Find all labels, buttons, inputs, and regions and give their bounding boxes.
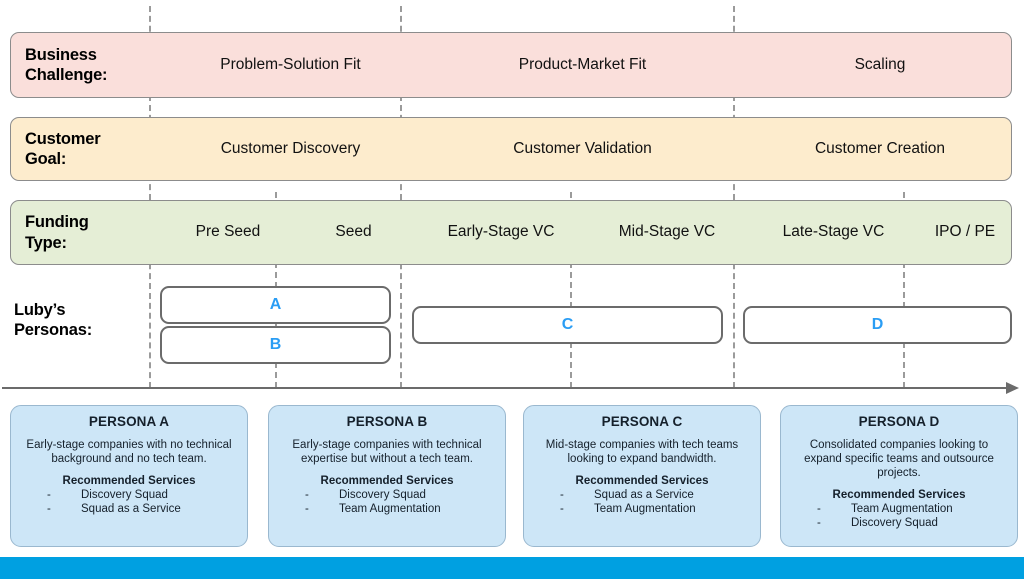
persona-card-title: PERSONA A — [88, 414, 170, 429]
persona-card-b[interactable]: PERSONA B Early-stage companies with tech… — [268, 405, 506, 547]
persona-card-service-item: - Team Augmentation — [552, 502, 732, 516]
row-label-customer-goal: Customer Goal: — [11, 118, 165, 180]
persona-card-service-list: - Discovery Squad - Squad as a Service — [19, 488, 239, 517]
bullet-dash-icon: - — [305, 489, 309, 502]
row-label-line2: Challenge: — [25, 66, 108, 84]
persona-bar-a[interactable]: A — [160, 286, 391, 324]
persona-card-service-label: Team Augmentation — [339, 503, 441, 516]
cell-customer-validation: Customer Validation — [513, 139, 652, 157]
bullet-dash-icon: - — [817, 517, 821, 530]
cell-seed: Seed — [335, 223, 372, 241]
persona-card-service-item: - Squad as a Service — [552, 488, 732, 502]
timeline-arrow — [2, 382, 1019, 394]
persona-card-recommended-heading: Recommended Services — [62, 475, 196, 488]
row-cells-business-challenge: Problem-Solution Fit Product-Market Fit … — [165, 33, 1011, 97]
footer-bar — [0, 557, 1024, 579]
bullet-dash-icon: - — [305, 503, 309, 516]
row-label-line1: Luby’s — [14, 301, 66, 319]
persona-card-c[interactable]: PERSONA C Mid-stage companies with tech t… — [523, 405, 761, 547]
persona-card-description: Mid-stage companies with tech teams look… — [545, 439, 739, 466]
persona-card-service-item: - Team Augmentation — [297, 502, 477, 516]
persona-card-a[interactable]: PERSONA A Early-stage companies with no t… — [10, 405, 248, 547]
bullet-dash-icon: - — [560, 489, 564, 502]
persona-card-service-label: Discovery Squad — [81, 489, 168, 502]
persona-card-service-label: Team Augmentation — [594, 503, 696, 516]
persona-card-service-label: Team Augmentation — [851, 503, 953, 516]
persona-card-description: Early-stage companies with no technical … — [26, 439, 232, 466]
row-label-line2: Goal: — [25, 150, 67, 168]
cell-customer-creation: Customer Creation — [814, 139, 946, 157]
persona-card-recommended-heading: Recommended Services — [575, 475, 709, 488]
persona-card-description: Consolidated companies looking to expand… — [804, 439, 994, 480]
persona-card-service-label: Discovery Squad — [851, 517, 938, 530]
row-label-line2: Personas: — [14, 321, 92, 340]
persona-bar-c[interactable]: C — [412, 306, 723, 344]
row-label-line1: Funding — [25, 213, 89, 232]
row-label-funding-type: Funding Type: — [11, 201, 165, 264]
cell-mid-stage-vc: Mid-Stage VC — [618, 223, 716, 241]
persona-bar-b[interactable]: B — [160, 326, 391, 364]
persona-card-title: PERSONA D — [858, 414, 940, 429]
row-cells-funding-type: Pre Seed Seed Early-Stage VC Mid-Stage V… — [165, 201, 1011, 264]
persona-bar-d[interactable]: D — [743, 306, 1012, 344]
guide-line-major-2 — [400, 6, 402, 388]
row-funding-type: Funding Type: Pre Seed Seed Early-Stage … — [10, 200, 1012, 265]
bullet-dash-icon: - — [47, 489, 51, 502]
row-business-challenge: Business Challenge: Problem-Solution Fit… — [10, 32, 1012, 98]
persona-card-service-item: - Team Augmentation — [809, 502, 989, 516]
persona-card-service-list: - Discovery Squad - Team Augmentation — [277, 488, 497, 517]
bullet-dash-icon: - — [47, 503, 51, 516]
persona-card-title: PERSONA B — [346, 414, 428, 429]
persona-card-service-list: - Team Augmentation - Discovery Squad — [789, 502, 1009, 531]
persona-card-recommended-heading: Recommended Services — [320, 475, 454, 488]
persona-card-service-item: - Discovery Squad — [809, 516, 989, 530]
row-label-line2: Type: — [25, 233, 67, 252]
persona-card-description: Early-stage companies with technical exp… — [292, 439, 482, 466]
row-label-business-challenge: Business Challenge: — [11, 33, 165, 97]
cell-pre-seed: Pre Seed — [195, 223, 261, 241]
row-label-line1: Customer — [25, 129, 101, 148]
cell-customer-discovery: Customer Discovery — [220, 139, 361, 157]
persona-card-service-item: - Squad as a Service — [39, 502, 219, 516]
persona-card-service-label: Discovery Squad — [339, 489, 426, 502]
guide-line-major-3 — [733, 6, 735, 388]
cell-ipo-pe: IPO / PE — [934, 223, 996, 241]
cell-scaling: Scaling — [854, 55, 906, 73]
row-customer-goal: Customer Goal: Customer Discovery Custom… — [10, 117, 1012, 181]
persona-card-d[interactable]: PERSONA D Consolidated companies looking … — [780, 405, 1018, 547]
guide-line-minor-3 — [903, 192, 905, 388]
persona-card-service-label: Squad as a Service — [81, 503, 181, 516]
persona-card-service-label: Squad as a Service — [594, 489, 694, 502]
persona-card-service-item: - Discovery Squad — [297, 488, 477, 502]
persona-card-recommended-heading: Recommended Services — [832, 489, 966, 502]
guide-line-major-1 — [149, 6, 151, 388]
persona-card-service-item: - Discovery Squad — [39, 488, 219, 502]
cell-late-stage-vc: Late-Stage VC — [782, 223, 885, 241]
row-label-lubys-personas: Luby’s Personas: — [14, 300, 144, 340]
bullet-dash-icon: - — [817, 503, 821, 516]
persona-card-title: PERSONA C — [601, 414, 683, 429]
cell-product-market-fit: Product-Market Fit — [518, 55, 647, 73]
row-cells-customer-goal: Customer Discovery Customer Validation C… — [165, 118, 1011, 180]
cell-problem-solution-fit: Problem-Solution Fit — [220, 55, 361, 73]
bullet-dash-icon: - — [560, 503, 564, 516]
guide-line-minor-2 — [570, 192, 572, 388]
cell-early-stage-vc: Early-Stage VC — [447, 223, 555, 241]
persona-card-service-list: - Squad as a Service - Team Augmentation — [532, 488, 752, 517]
row-label-line1: Business — [25, 45, 97, 64]
